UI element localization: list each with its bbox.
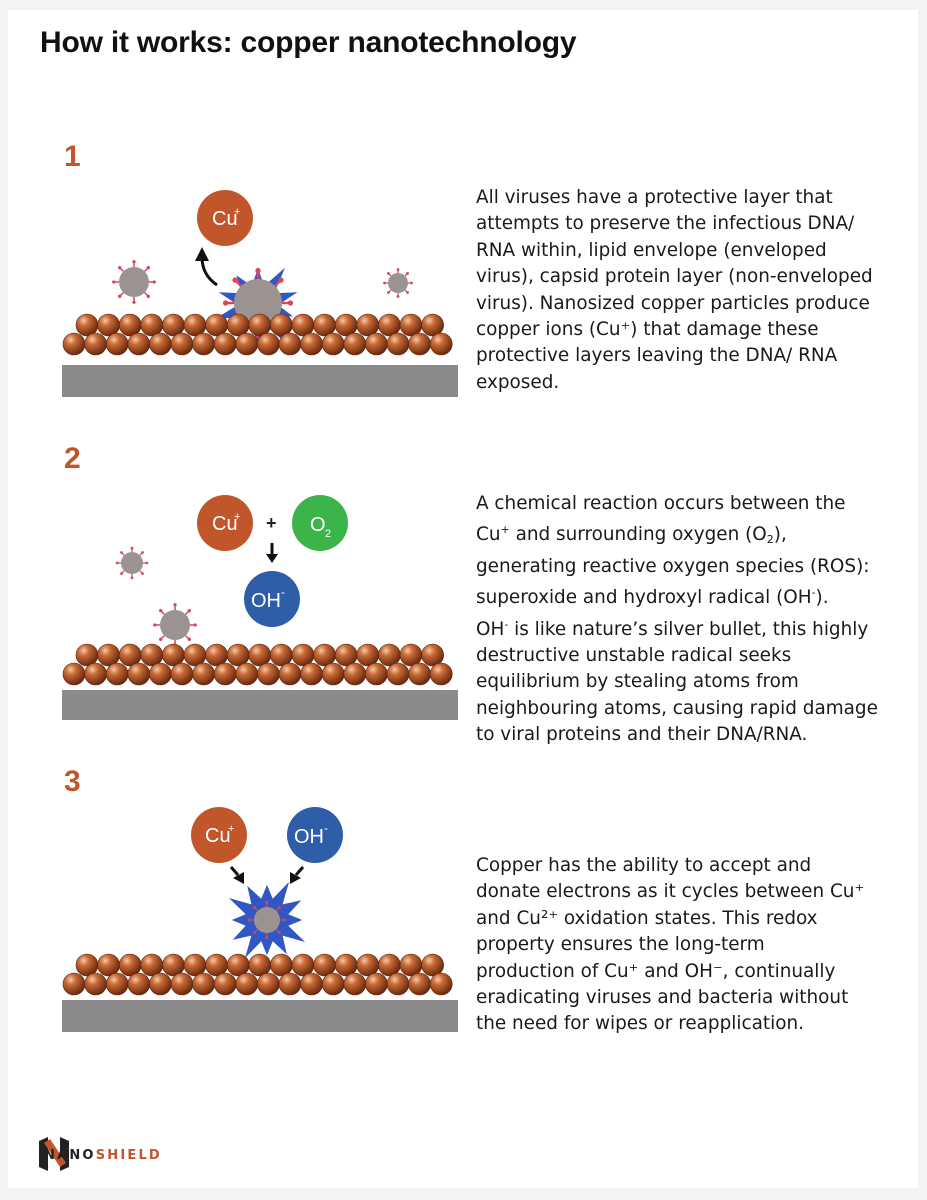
step-1-description: All viruses have a protective layer that…	[476, 187, 873, 393]
step-1-illustration: Cu +	[62, 190, 458, 397]
step-3-illustration: Cu + OH -	[62, 807, 458, 1032]
virus-being-destroyed	[248, 901, 286, 939]
virus-small-left	[112, 260, 156, 304]
oh-charge: -	[281, 585, 285, 599]
copper-ion-cu-plus: Cu +	[197, 190, 253, 246]
nanoshield-logo-icon	[39, 1137, 69, 1171]
brand-name: NANOSHIELD	[44, 1148, 162, 1163]
page-title: How it works: copper nanotechnology	[40, 26, 577, 59]
step-1-number: 1	[64, 140, 81, 173]
arrow-to-virus-right-icon	[290, 866, 305, 884]
surface-substrate	[62, 690, 458, 720]
o2-subscript: 2	[325, 528, 331, 540]
copper-ion-cu-plus: Cu +	[191, 807, 247, 863]
o2-label: O	[310, 514, 326, 536]
copper-ion-cu-plus: Cu +	[197, 495, 253, 551]
copper-nanoparticle-layer	[62, 643, 453, 686]
reaction-arrow-down-icon	[266, 543, 278, 563]
copper-nanoparticle-layer	[62, 953, 453, 996]
hydroxyl-radical-oh-minus: OH -	[287, 807, 343, 863]
oxygen-molecule-o2: O 2	[292, 495, 348, 551]
oh-label: OH	[294, 826, 324, 848]
plus-sign: +	[266, 513, 277, 533]
cu-charge: +	[228, 823, 234, 835]
cu-charge: +	[234, 511, 240, 523]
copper-nanoparticle-layer	[62, 313, 453, 356]
hydroxyl-radical-oh-minus: OH -	[244, 571, 300, 627]
cu-charge: +	[234, 206, 240, 218]
virus-on-surface	[153, 603, 197, 647]
nanoshield-logo	[39, 1137, 69, 1171]
oh-charge: -	[324, 821, 328, 835]
arrow-to-virus-left-icon	[229, 866, 244, 884]
step-3-description: Copper has the ability to accept and don…	[476, 855, 865, 1035]
cu-label: Cu	[212, 208, 238, 230]
step-2-number: 2	[64, 442, 81, 475]
ion-release-arrow-icon	[195, 247, 218, 287]
virus-small-floating	[115, 546, 149, 580]
step-3-number: 3	[64, 765, 81, 798]
surface-substrate	[62, 365, 458, 397]
cu-label: Cu	[205, 825, 231, 847]
cu-label: Cu	[212, 513, 238, 535]
step-2-illustration: Cu + + O 2 OH -	[62, 495, 458, 720]
virus-small-right	[383, 268, 413, 298]
oh-label: OH	[251, 590, 281, 612]
surface-substrate	[62, 1000, 458, 1032]
step-2-description: A chemical reaction occurs between the C…	[476, 493, 878, 746]
